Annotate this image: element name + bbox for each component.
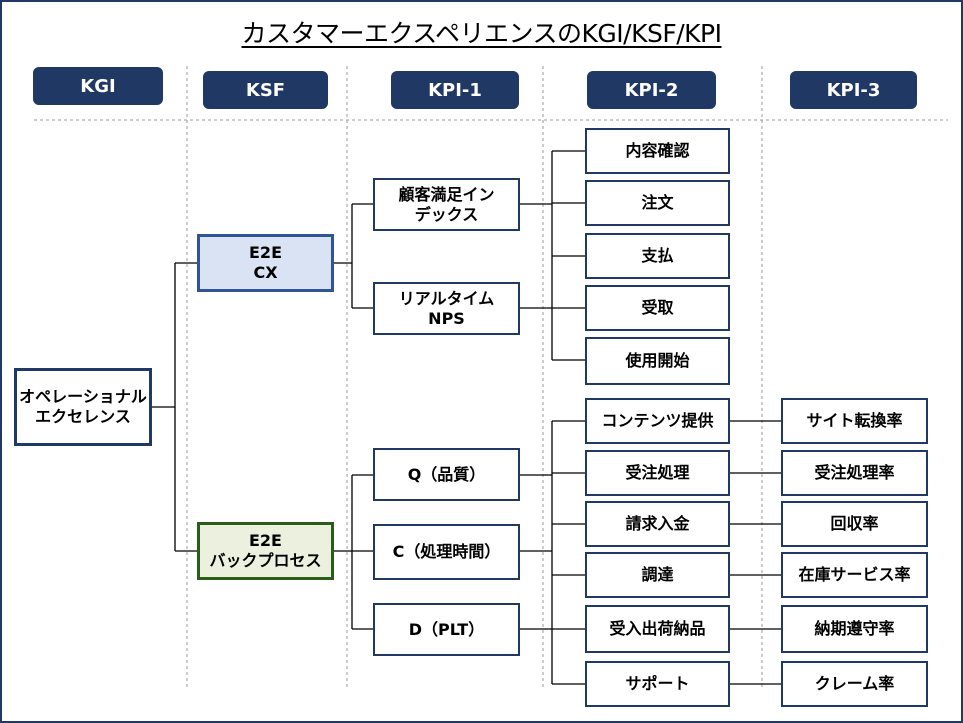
kpi2-box: 受入出荷納品 [585, 605, 730, 653]
kpi2-label: 受注処理 [625, 463, 690, 482]
kpi2-label: 調達 [641, 565, 674, 584]
kpi3-box: サイト転換率 [781, 398, 928, 444]
kpi2-box: 注文 [585, 180, 730, 226]
kpi2-label: サポート [625, 674, 690, 693]
kpi2-label: 注文 [641, 193, 674, 212]
kpi3-box: 受注処理率 [781, 450, 928, 496]
kpi1-label: C（処理時間） [392, 542, 501, 561]
kpi2-box: コンテンツ提供 [585, 398, 730, 444]
kpi1-label: D（PLT） [408, 619, 485, 639]
kpi3-box: 在庫サービス率 [781, 552, 928, 598]
header-kgi: KGI [33, 67, 163, 105]
ksf-box-backprocess: E2E バックプロセス [197, 522, 334, 580]
column-dividers [34, 66, 948, 690]
kgi-box: オペレーショナル エクセレンス [14, 368, 152, 446]
kpi2-box: 請求入金 [585, 501, 730, 547]
kpi1-box: C（処理時間） [373, 524, 520, 580]
kpi1-box: 顧客満足イン デックス [373, 178, 520, 231]
kgi-label: オペレーショナル エクセレンス [19, 387, 147, 426]
kpi2-box: サポート [585, 661, 730, 707]
kpi3-label: サイト転換率 [806, 411, 903, 430]
kpi2-label: 支払 [641, 246, 674, 265]
kpi3-label: 受注処理率 [814, 463, 895, 482]
kpi2-label: 請求入金 [625, 514, 690, 533]
kpi1-box: D（PLT） [373, 603, 520, 656]
kpi3-label: 納期遵守率 [814, 619, 895, 638]
kpi2-box: 使用開始 [585, 337, 730, 385]
kpi1-box: リアルタイム NPS [373, 282, 520, 335]
kpi2-label: 使用開始 [625, 351, 690, 370]
kpi3-box: クレーム率 [781, 661, 928, 707]
kpi2-box: 受取 [585, 285, 730, 331]
header-kpi1: KPI-1 [391, 71, 519, 109]
kpi1-label: Q（品質） [407, 464, 486, 484]
ksf-box-cx: E2E CX [197, 234, 334, 292]
tree-connectors [152, 150, 781, 685]
kpi1-label: リアルタイム NPS [398, 288, 495, 328]
kpi2-label: コンテンツ提供 [601, 411, 714, 430]
kpi3-label: 回収率 [830, 514, 879, 533]
kpi3-label: クレーム率 [814, 674, 895, 693]
kpi2-label: 受取 [641, 298, 674, 317]
kpi3-label: 在庫サービス率 [798, 565, 911, 584]
header-kpi3: KPI-3 [790, 71, 917, 109]
kpi2-box: 受注処理 [585, 450, 730, 496]
diagram-title: カスタマーエクスペリエンスのKGI/KSF/KPI [241, 19, 722, 48]
kpi1-box: Q（品質） [373, 448, 520, 501]
kpi2-box: 支払 [585, 233, 730, 279]
ksf-label: E2E バックプロセス [209, 531, 322, 570]
kpi3-box: 回収率 [781, 501, 928, 547]
header-ksf: KSF [203, 71, 328, 109]
header-kpi2: KPI-2 [587, 71, 716, 109]
kpi1-label: 顧客満足イン デックス [398, 184, 495, 224]
kpi2-box: 調達 [585, 552, 730, 598]
kpi2-box: 内容確認 [585, 128, 730, 174]
kpi2-label: 内容確認 [625, 141, 690, 160]
ksf-label: E2E CX [249, 243, 282, 282]
kpi3-box: 納期遵守率 [781, 605, 928, 653]
kpi2-label: 受入出荷納品 [609, 619, 706, 638]
